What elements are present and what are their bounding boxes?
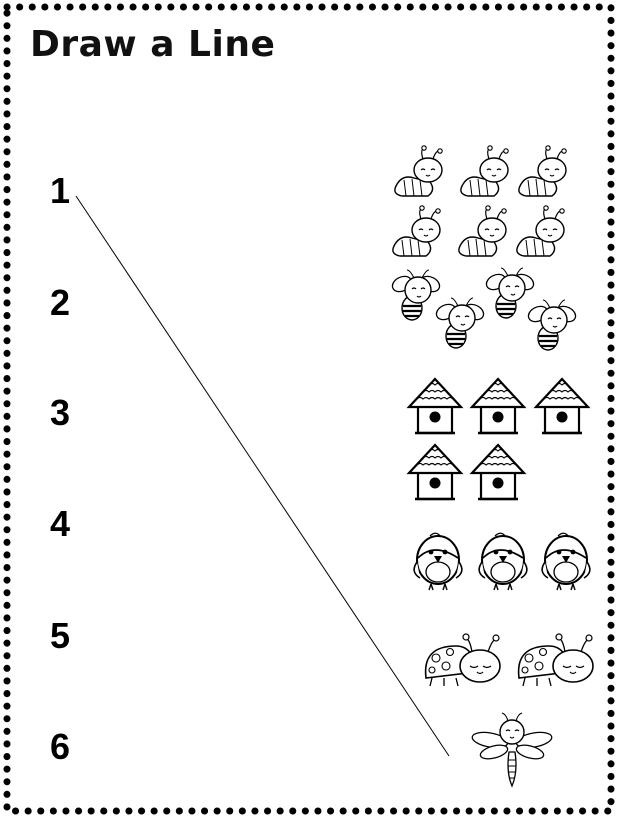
bird-icon <box>413 532 463 591</box>
ladybug-icon <box>517 633 594 687</box>
birdhouse-icon <box>470 377 526 435</box>
number-6: 6 <box>50 726 71 767</box>
bee-icon <box>388 268 444 322</box>
bird-group <box>413 532 591 591</box>
caterpillar-icon <box>392 205 441 257</box>
bee-icon <box>482 266 538 320</box>
caterpillar-icon <box>518 145 567 197</box>
caterpillar-icon <box>460 145 509 197</box>
caterpillar-icon <box>394 145 443 197</box>
bee-icon <box>524 298 580 352</box>
dotted-border <box>3 3 615 815</box>
ladybug-icon <box>424 633 501 687</box>
page-title: Draw a Line <box>30 24 276 65</box>
number-4: 4 <box>50 503 71 544</box>
birdhouse-group <box>407 377 590 501</box>
birdhouse-icon <box>534 377 590 435</box>
bee-icon <box>432 296 488 350</box>
caterpillar-group <box>392 145 567 257</box>
number-3: 3 <box>50 392 71 433</box>
ladybug-group <box>424 633 594 687</box>
caterpillar-icon <box>516 205 565 257</box>
number-2: 2 <box>50 282 71 323</box>
dragonfly-icon <box>470 712 554 787</box>
bird-icon <box>541 532 591 591</box>
bird-icon <box>478 532 528 591</box>
birdhouse-icon <box>407 443 463 501</box>
dragonfly-group <box>470 712 554 787</box>
number-5: 5 <box>50 615 71 656</box>
bee-group <box>388 266 580 352</box>
birdhouse-icon <box>407 377 463 435</box>
answer-line <box>75 195 450 757</box>
birdhouse-icon <box>470 443 526 501</box>
number-1: 1 <box>50 170 71 211</box>
caterpillar-icon <box>458 205 507 257</box>
